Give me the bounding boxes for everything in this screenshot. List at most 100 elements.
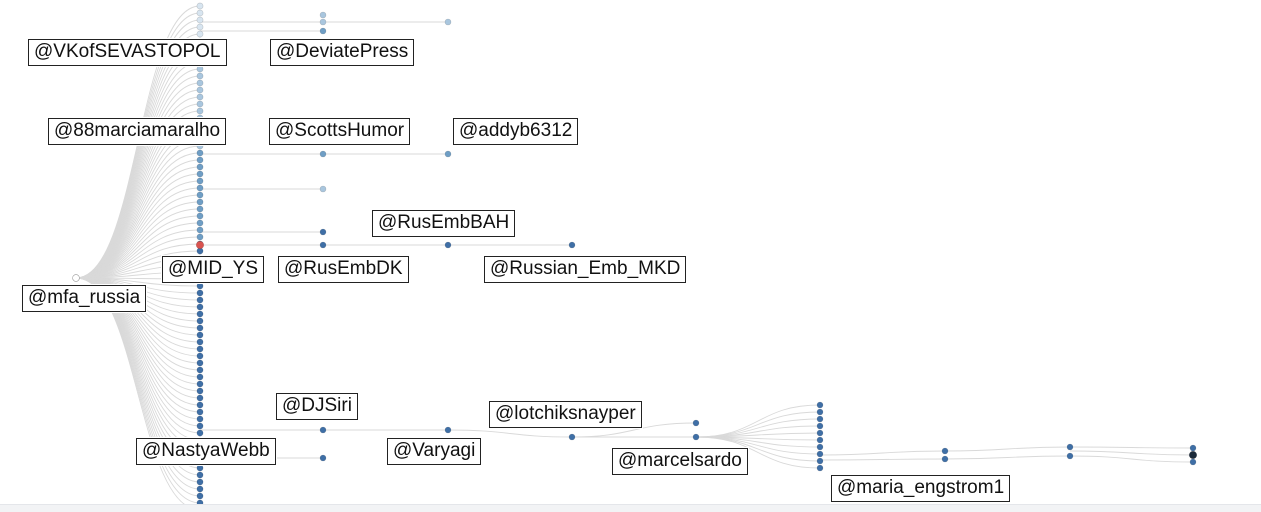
right-column-node[interactable] [816,408,824,416]
column-node[interactable] [196,184,204,192]
column-node[interactable] [196,394,204,402]
account-label-addyb6312[interactable]: @addyb6312 [453,118,579,145]
account-label-mid-ys[interactable]: @MID_YS [162,256,265,283]
column-node[interactable] [196,492,204,500]
column-node[interactable] [196,338,204,346]
column-node[interactable] [196,429,204,437]
chain-node[interactable] [319,18,327,26]
column-node[interactable] [196,331,204,339]
account-label-marcelsardo[interactable]: @marcelsardo [612,448,748,475]
column-node[interactable] [196,198,204,206]
account-label-88marciamaralho[interactable]: @88marciamaralho [48,118,227,145]
column-node[interactable] [196,2,204,10]
column-node[interactable] [196,191,204,199]
account-label-varyagi[interactable]: @Varyagi [387,438,482,465]
account-label-vk-sevastopol[interactable]: @VKofSEVASTOPOL [28,39,227,66]
column-node[interactable] [196,317,204,325]
column-node[interactable] [196,352,204,360]
right-column-node[interactable] [816,401,824,409]
highlighted-node[interactable] [195,240,205,250]
column-node[interactable] [196,177,204,185]
column-node[interactable] [196,65,204,73]
account-label-scottshumor[interactable]: @ScottsHumor [269,118,411,145]
column-node[interactable] [196,107,204,115]
end-node[interactable] [1188,450,1198,460]
chain-node[interactable] [319,228,327,236]
right-column-node[interactable] [816,436,824,444]
column-node[interactable] [196,93,204,101]
column-node[interactable] [196,9,204,17]
column-node[interactable] [196,401,204,409]
column-node[interactable] [196,212,204,220]
column-node[interactable] [196,408,204,416]
chain-node[interactable] [319,11,327,19]
account-label-mfa-russia[interactable]: @mfa_russia [22,285,147,312]
column-node[interactable] [196,79,204,87]
right-column-node[interactable] [816,464,824,472]
column-node[interactable] [196,72,204,80]
right-column-node[interactable] [816,429,824,437]
column-node[interactable] [196,324,204,332]
account-label-rusembbah[interactable]: @RusEmbBAH [372,210,516,237]
column-node[interactable] [196,226,204,234]
column-node[interactable] [196,373,204,381]
right-column-node[interactable] [816,415,824,423]
tail-node[interactable] [1066,443,1074,451]
account-label-djsiri[interactable]: @DJSiri [276,393,358,420]
chain-node[interactable] [444,150,452,158]
tail-node[interactable] [941,447,949,455]
column-node[interactable] [196,170,204,178]
tail-node[interactable] [1189,458,1197,466]
chain-node[interactable] [319,426,327,434]
column-node[interactable] [196,485,204,493]
column-node[interactable] [196,422,204,430]
column-node[interactable] [196,471,204,479]
column-node[interactable] [196,282,204,290]
column-node[interactable] [196,16,204,24]
column-node[interactable] [196,205,204,213]
column-node[interactable] [196,23,204,31]
column-node[interactable] [196,345,204,353]
chain-node[interactable] [319,454,327,462]
tail-node[interactable] [1189,444,1197,452]
tail-node[interactable] [941,455,949,463]
account-label-deviatepress[interactable]: @DeviatePress [270,39,415,66]
column-node[interactable] [196,156,204,164]
chain-node[interactable] [319,185,327,193]
column-node[interactable] [196,478,204,486]
column-node[interactable] [196,366,204,374]
column-node[interactable] [196,233,204,241]
right-column-node[interactable] [816,450,824,458]
account-label-russian-emb-mkd[interactable]: @Russian_Emb_MKD [484,256,687,283]
chain-node[interactable] [444,426,452,434]
column-node[interactable] [196,415,204,423]
column-node[interactable] [196,149,204,157]
chain-node[interactable] [319,27,327,35]
account-label-nastyawebb[interactable]: @NastyaWebb [136,438,276,465]
column-node[interactable] [196,380,204,388]
column-node[interactable] [196,310,204,318]
column-node[interactable] [196,100,204,108]
column-node[interactable] [196,86,204,94]
chain-node[interactable] [568,241,576,249]
chain-node[interactable] [692,419,700,427]
chain-node[interactable] [319,241,327,249]
column-node[interactable] [196,30,204,38]
right-column-node[interactable] [816,457,824,465]
chain-node[interactable] [444,18,452,26]
account-label-lotchiksnayper[interactable]: @lotchiksnayper [489,401,642,428]
column-node[interactable] [196,219,204,227]
chain-node[interactable] [568,433,576,441]
chain-node[interactable] [319,150,327,158]
column-node[interactable] [196,289,204,297]
column-node[interactable] [196,296,204,304]
chain-node[interactable] [692,433,700,441]
right-column-node[interactable] [816,422,824,430]
column-node[interactable] [196,387,204,395]
root-node[interactable] [72,274,80,282]
column-node[interactable] [196,464,204,472]
account-label-rusembdk[interactable]: @RusEmbDK [278,256,409,283]
chain-node[interactable] [444,241,452,249]
column-node[interactable] [196,163,204,171]
column-node[interactable] [196,359,204,367]
